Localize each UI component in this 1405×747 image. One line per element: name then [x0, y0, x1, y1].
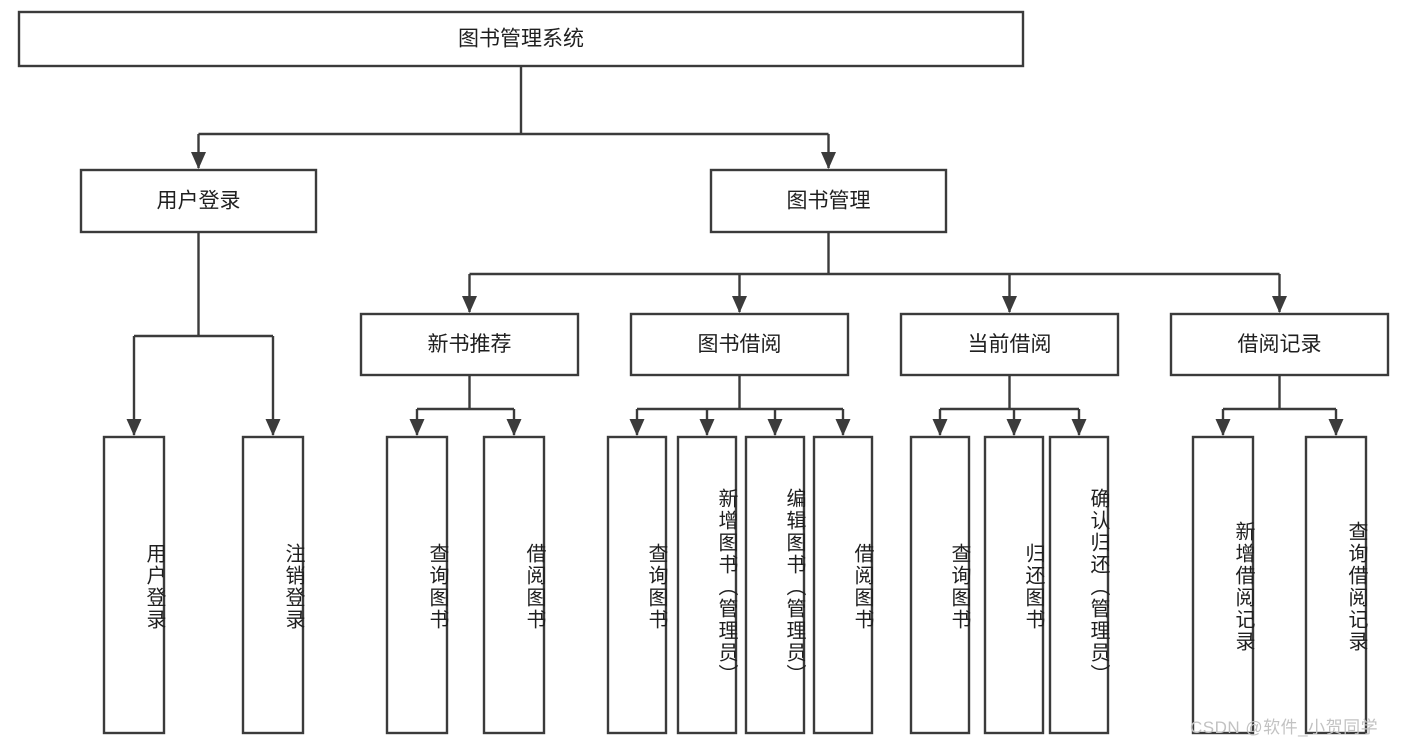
node-box-leaf-query-book-2[interactable] — [606, 435, 668, 735]
arrow-head-icon-leaf-edit-book-admin — [767, 419, 783, 436]
arrow-head-icon-leaf-user-login — [126, 419, 142, 436]
boxes-layer — [17, 10, 1390, 735]
arrow-head-icon-leaf-borrow-book-1 — [506, 419, 522, 436]
node-box-leaf-add-book-admin[interactable] — [676, 435, 738, 735]
node-box-leaf-add-borrow-record[interactable] — [1191, 435, 1255, 735]
node-label-new-book-recommend: 新书推荐 — [428, 333, 512, 356]
arrow-head-icon-leaf-add-book-admin — [699, 419, 715, 436]
watermark: CSDN @软件_小贺同学 — [1190, 718, 1379, 737]
arrow-head-icon-leaf-query-book-3 — [932, 419, 948, 436]
node-box-leaf-query-borrow-record[interactable] — [1304, 435, 1368, 735]
node-box-leaf-user-logout[interactable] — [241, 435, 305, 735]
node-box-leaf-query-book-1[interactable] — [385, 435, 449, 735]
node-label-current-borrow: 当前借阅 — [968, 333, 1052, 356]
arrow-head-icon-leaf-query-book-2 — [629, 419, 645, 436]
connectors-layer — [126, 66, 1344, 436]
arrow-head-icon-leaf-add-borrow-record — [1215, 419, 1231, 436]
node-label-root: 图书管理系统 — [458, 28, 584, 51]
node-box-borrow-record[interactable] — [1169, 312, 1390, 377]
node-box-leaf-confirm-return-admin[interactable] — [1048, 435, 1110, 735]
node-label-book-manage: 图书管理 — [787, 190, 871, 213]
node-box-leaf-user-login[interactable] — [102, 435, 166, 735]
node-box-new-book-recommend[interactable] — [359, 312, 580, 377]
node-box-leaf-query-book-3[interactable] — [909, 435, 971, 735]
node-box-leaf-edit-book-admin[interactable] — [744, 435, 806, 735]
arrow-head-icon-l3-0 — [462, 296, 477, 313]
node-box-book-manage[interactable] — [709, 168, 948, 234]
node-label-borrow-record: 借阅记录 — [1238, 333, 1322, 356]
node-box-book-borrow[interactable] — [629, 312, 850, 377]
node-box-leaf-return-book[interactable] — [983, 435, 1045, 735]
arrow-head-icon-leaf-query-borrow-record — [1328, 419, 1344, 436]
arrow-head-icon-leaf-query-book-1 — [409, 419, 425, 436]
node-box-current-borrow[interactable] — [899, 312, 1120, 377]
arrow-head-icon-leaf-return-book — [1006, 419, 1022, 436]
node-box-user-login[interactable] — [79, 168, 318, 234]
arrow-head-icon-leaf-user-logout — [265, 419, 281, 436]
node-box-leaf-borrow-book-2[interactable] — [812, 435, 874, 735]
arrow-head-icon-l2-0 — [191, 152, 206, 169]
node-box-leaf-borrow-book-1[interactable] — [482, 435, 546, 735]
arrow-head-icon-leaf-confirm-return-admin — [1071, 419, 1087, 436]
arrow-head-icon-l3-2 — [1002, 296, 1017, 313]
arrow-head-icon-l2-1 — [821, 152, 836, 169]
node-label-book-borrow: 图书借阅 — [698, 333, 782, 356]
arrow-head-icon-leaf-borrow-book-2 — [835, 419, 851, 436]
arrow-head-icon-l3-1 — [732, 296, 747, 313]
node-label-user-login: 用户登录 — [157, 190, 241, 213]
arrow-head-icon-l3-3 — [1272, 296, 1287, 313]
node-box-root[interactable] — [17, 10, 1025, 68]
